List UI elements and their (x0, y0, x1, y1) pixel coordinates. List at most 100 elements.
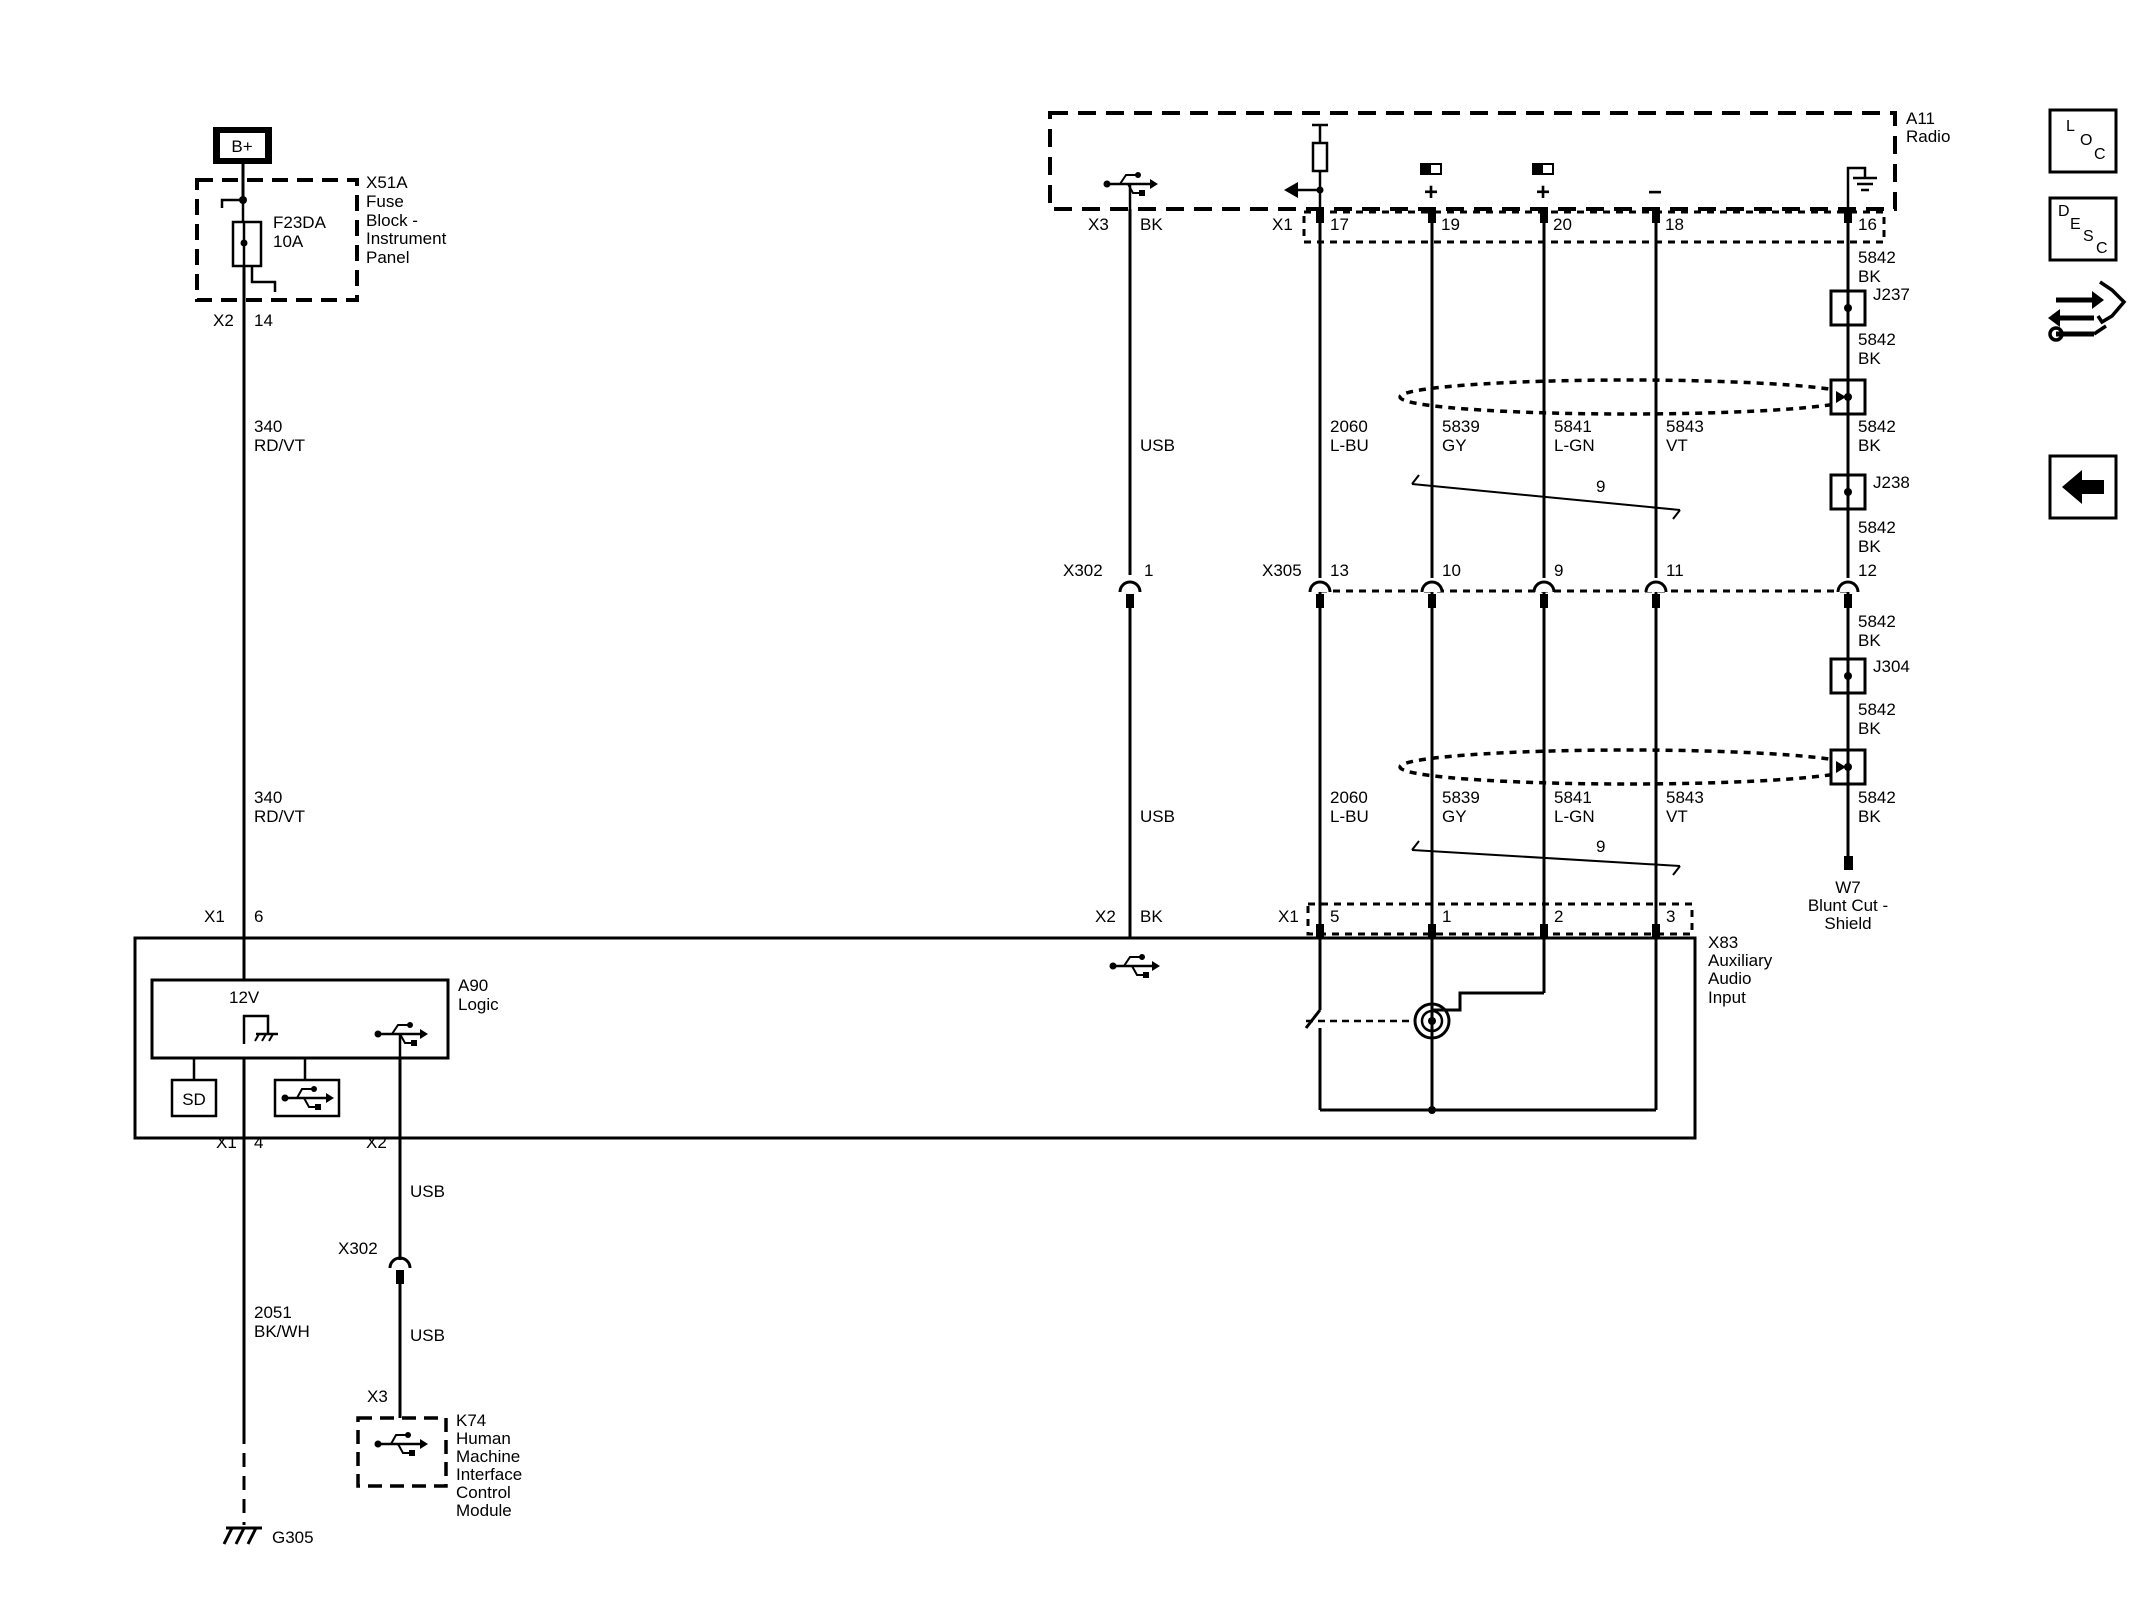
radio-x1-pin-17: 17 (1330, 215, 1349, 234)
loc-button[interactable]: L O C (2048, 108, 2118, 174)
x83-pin-stub (1540, 924, 1548, 938)
shield-wire-2-color: BK (1858, 349, 1881, 368)
radio-pin-stub (1540, 209, 1548, 223)
k74-line-4: Interface (456, 1465, 522, 1484)
a90-12v-label: 12V (229, 988, 260, 1007)
x305-connector-pin-12 (1836, 578, 1860, 608)
x83-line-1: X83 (1708, 933, 1738, 952)
audio-jack-icon (1304, 991, 1656, 1114)
splice-j304 (1829, 657, 1867, 695)
radio-pin-stub (1316, 209, 1324, 223)
radio-audio-plus-2: + (1532, 163, 1554, 206)
inline-connector-row (1118, 209, 1860, 938)
ground-symbol-g305: G305 (222, 1526, 314, 1547)
splice-j304-label: J304 (1873, 657, 1910, 676)
lower-wire-4-color: VT (1666, 807, 1688, 826)
splice-j237 (1829, 289, 1867, 327)
x83-x1-pin-5: 5 (1330, 907, 1339, 926)
upper-wire-3-circuit: 5841 (1554, 417, 1592, 436)
x83-x1-pin-2: 2 (1554, 907, 1563, 926)
wire-340-color-a: RD/VT (254, 436, 305, 455)
fuse-block-line-3: Block - (366, 211, 418, 230)
x302-mid-connector-pin (1118, 578, 1142, 608)
lower-wire-1-color: L-BU (1330, 807, 1369, 826)
radio-x3-conn: X3 (1088, 215, 1109, 234)
splice-j238-label: J238 (1873, 473, 1910, 492)
lower-wire-3-circuit: 5841 (1554, 788, 1592, 807)
upper-wire-2-circuit: 5839 (1442, 417, 1480, 436)
desc-letter-d: D (2058, 203, 2070, 220)
x302-mid-label: X302 (1063, 561, 1103, 580)
shield-wire-2-circuit: 5842 (1858, 330, 1896, 349)
x83-x1-pin-6: 6 (254, 907, 263, 926)
shield-wire-4-circuit: 5842 (1858, 518, 1896, 537)
connector-x2-pin: 14 (254, 311, 273, 330)
desc-button[interactable]: D E S C (2048, 196, 2118, 262)
twist-count-upper: 9 (1596, 477, 1605, 496)
radio-x1-pin-20: 20 (1553, 215, 1572, 234)
radio-pin-stub (1428, 209, 1436, 223)
x83-x1-conn: X1 (204, 907, 225, 926)
x83-x2-color: BK (1140, 907, 1163, 926)
x305-pin-10: 10 (1442, 561, 1461, 580)
x305-label: X305 (1262, 561, 1302, 580)
lower-wire-1-circuit: 2060 (1330, 788, 1368, 807)
radio-plus-sign-2: + (1536, 179, 1550, 206)
x302-lower-label: X302 (338, 1239, 378, 1258)
fuse-block-x51a: X51A Fuse Block - Instrument Panel F23DA… (195, 173, 447, 302)
x83-line-3: Audio (1708, 969, 1751, 988)
k74-module: K74 Human Machine Interface Control Modu… (356, 1411, 522, 1520)
shield-wire-7-circuit: 5842 (1858, 788, 1896, 807)
k74-line-1: K74 (456, 1411, 486, 1430)
w7-line-2: Blunt Cut - (1808, 896, 1888, 915)
x83-module: X83 Auxiliary Audio Input (133, 933, 1773, 1140)
shield-wire-1-color: BK (1858, 267, 1881, 286)
shield-drain-lower (1829, 748, 1867, 786)
connector-x2-label: X2 (213, 311, 234, 330)
k74-line-6: Module (456, 1501, 512, 1520)
shield-drain-upper (1829, 378, 1867, 416)
x83-x1-bottom-conn: X1 (216, 1133, 237, 1152)
x302-lower-connector: X302 (338, 1239, 412, 1284)
twist-marker-lower: 9 (1411, 837, 1681, 876)
x305-connector-pin-11 (1644, 578, 1668, 608)
radio-plus-sign-1: + (1424, 179, 1438, 206)
back-arrow-icon (2062, 470, 2104, 504)
splice-j238 (1829, 473, 1867, 511)
shield-wire-5-color: BK (1858, 631, 1881, 650)
fuse-id: F23DA (273, 213, 327, 232)
usb-lower-label-a: USB (410, 1182, 445, 1201)
shield-wire-3-circuit: 5842 (1858, 417, 1896, 436)
w7-blunt-cut: W7 Blunt Cut - Shield (1808, 856, 1888, 933)
radio-line-1: A11 (1906, 109, 1935, 128)
upper-wire-2-color: GY (1442, 436, 1467, 455)
x305-pin-9: 9 (1554, 561, 1563, 580)
fuse-f23da: F23DA 10A (231, 213, 327, 268)
lower-wire-4-circuit: 5843 (1666, 788, 1704, 807)
x305-pin-11: 11 (1666, 561, 1684, 580)
usb-port-icon (273, 1058, 341, 1118)
usb-mid-label-b: USB (1140, 807, 1175, 826)
lower-wire-2-circuit: 5839 (1442, 788, 1480, 807)
radio-pin-stub (1844, 209, 1852, 223)
x305-pin-12: 12 (1858, 561, 1877, 580)
radio-a11: A11 Radio + (1048, 109, 1950, 211)
fuse-block-line-4: Instrument (366, 229, 447, 248)
lower-wire-2-color: GY (1442, 807, 1467, 826)
x305-pin-13: 13 (1330, 561, 1349, 580)
wire-340-circuit-b: 340 (254, 788, 282, 807)
wire-340-color-b: RD/VT (254, 807, 305, 826)
radio-x1-pin-19: 19 (1441, 215, 1460, 234)
shield-wire-5-circuit: 5842 (1858, 612, 1896, 631)
upper-wire-3-color: L-GN (1554, 436, 1595, 455)
x83-usb-icon (1109, 954, 1160, 978)
connector-swap-icon[interactable] (2048, 280, 2127, 342)
x83-x2-conn: X2 (1095, 907, 1116, 926)
power-label: B+ (231, 137, 252, 156)
back-button[interactable] (2048, 454, 2118, 520)
x83-line-2: Auxiliary (1708, 951, 1773, 970)
fuse-block-line-1: X51A (366, 173, 408, 192)
upper-wire-4-circuit: 5843 (1666, 417, 1704, 436)
